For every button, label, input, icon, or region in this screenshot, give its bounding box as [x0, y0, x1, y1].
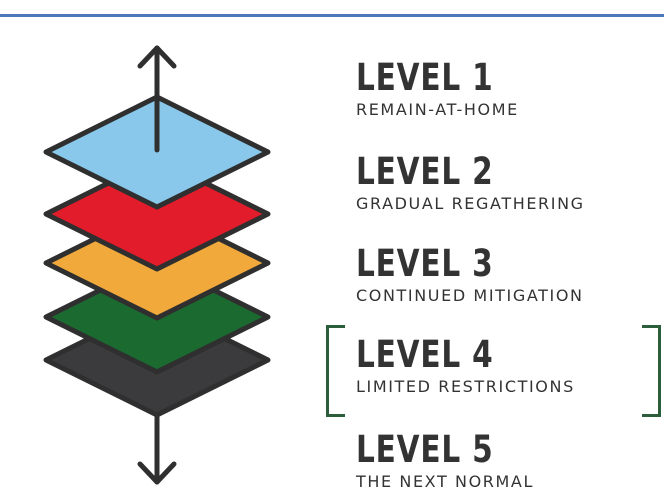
level-5-block: LEVEL 5 THE NEXT NORMAL	[356, 430, 656, 492]
level-4-block: LEVEL 4 LIMITED RESTRICTIONS	[356, 335, 656, 397]
level-5-title: LEVEL 5	[356, 428, 494, 471]
level-2-title: LEVEL 2	[356, 150, 494, 193]
level-4-title: LEVEL 4	[356, 333, 494, 376]
level-1-title: LEVEL 1	[356, 56, 494, 99]
level-2-block: LEVEL 2 GRADUAL REGATHERING	[356, 152, 656, 214]
level-4-subtitle: LIMITED RESTRICTIONS	[356, 377, 575, 396]
layer-level-2	[43, 156, 271, 272]
highlight-bracket-left	[326, 325, 345, 417]
level-5-subtitle: THE NEXT NORMAL	[356, 472, 534, 491]
top-rule	[0, 14, 664, 17]
layer-stack-diagram	[43, 45, 271, 485]
level-3-block: LEVEL 3 CONTINUED MITIGATION	[356, 244, 656, 306]
level-2-subtitle: GRADUAL REGATHERING	[356, 194, 585, 213]
level-1-block: LEVEL 1 REMAIN-AT-HOME	[356, 58, 656, 120]
level-1-subtitle: REMAIN-AT-HOME	[356, 100, 519, 119]
up-arrow-icon	[137, 45, 177, 153]
highlight-bracket-right	[642, 325, 661, 417]
level-3-title: LEVEL 3	[356, 242, 494, 285]
level-3-subtitle: CONTINUED MITIGATION	[356, 286, 584, 305]
